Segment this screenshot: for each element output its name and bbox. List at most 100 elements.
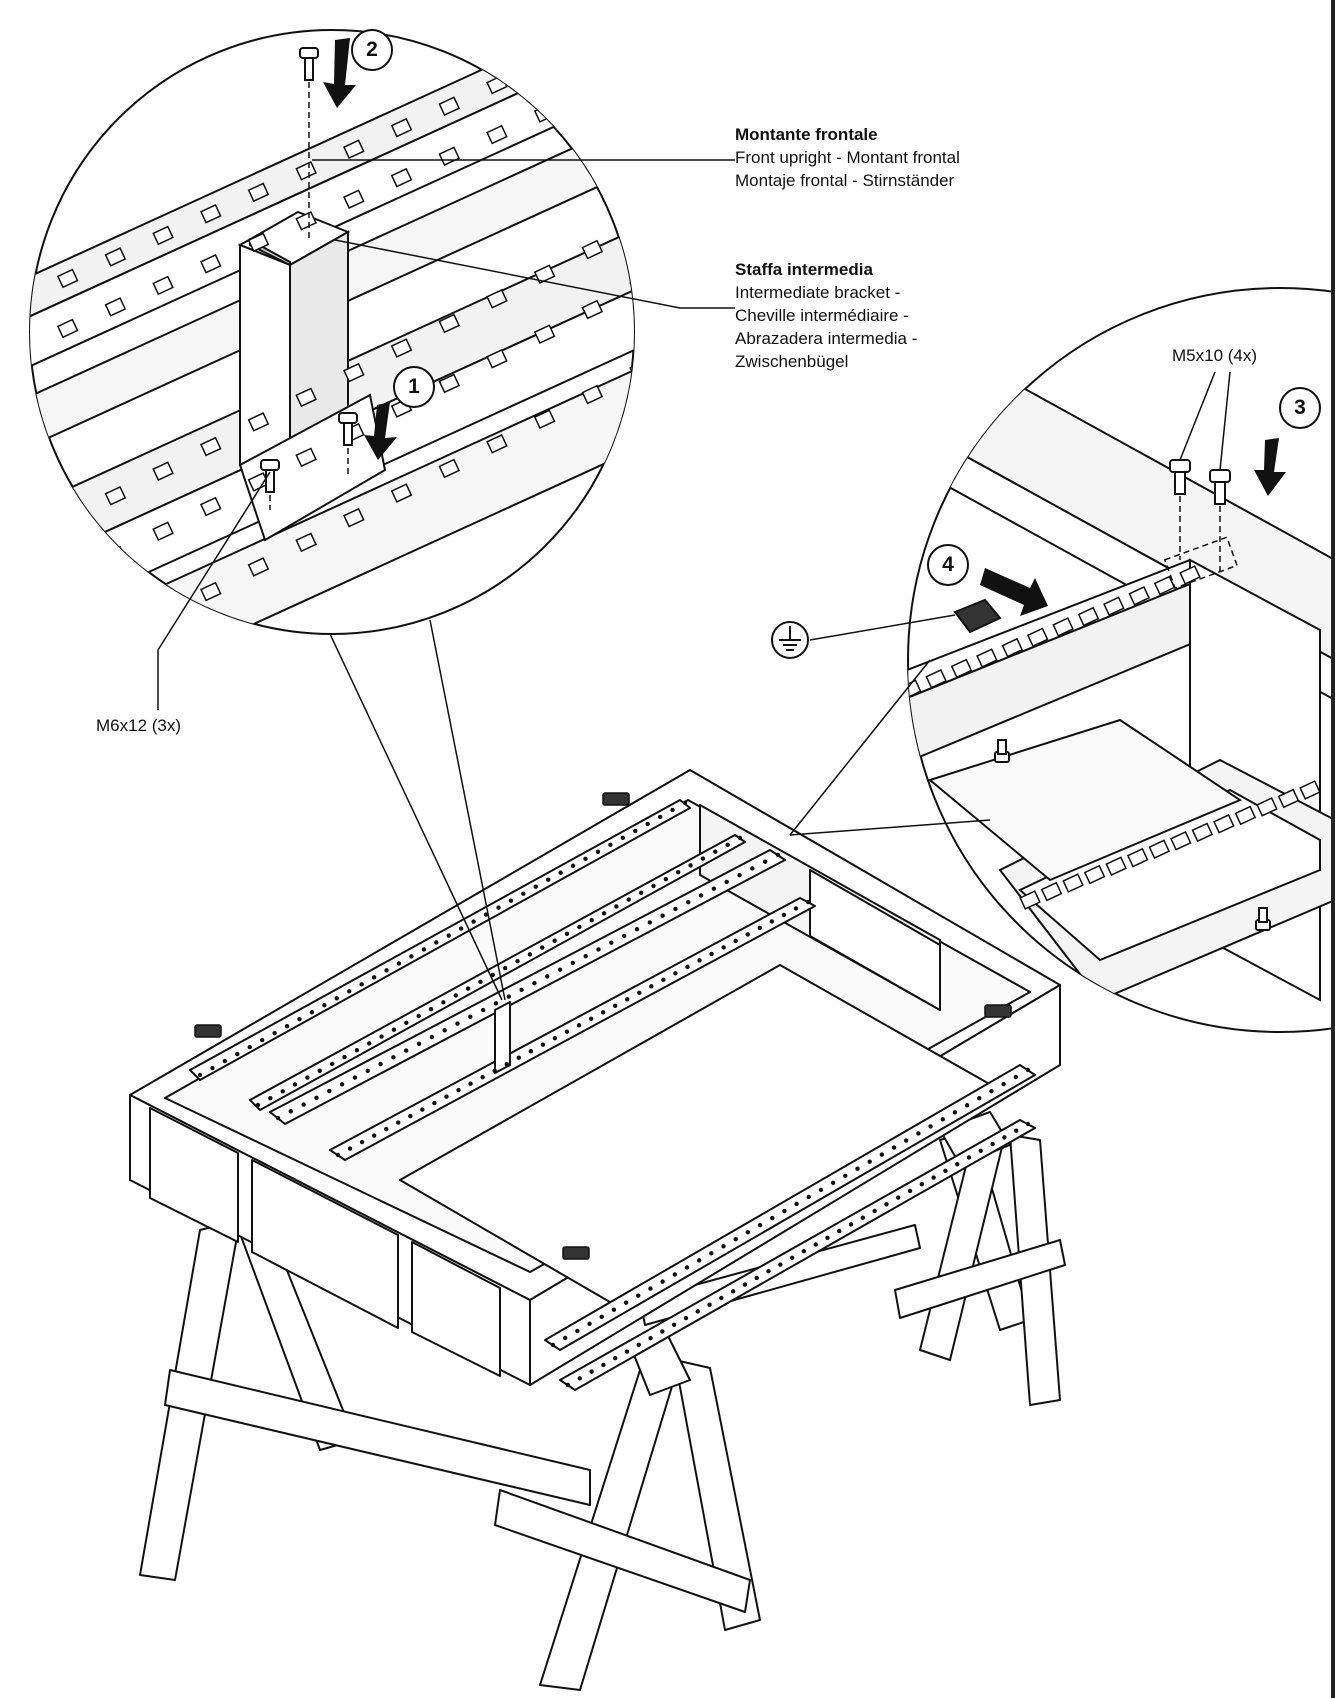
rail-slot <box>629 60 634 80</box>
rail-hole <box>444 1094 449 1099</box>
rail-hole <box>371 975 377 980</box>
rail-hole <box>721 1244 726 1249</box>
latches <box>194 792 1012 1260</box>
rail-hole <box>428 1006 434 1012</box>
rail-hole <box>794 1201 799 1207</box>
rail-hole <box>793 906 799 911</box>
rail-hole <box>989 1088 994 1094</box>
rail-hole <box>506 994 511 999</box>
rail-hole <box>672 1272 677 1277</box>
rail-slot <box>438 96 461 116</box>
rail-hole <box>222 1058 228 1064</box>
rail-hole <box>532 980 537 986</box>
rail-hole <box>931 1175 936 1180</box>
rail-hole <box>301 1102 306 1107</box>
rail-slot <box>1299 780 1321 800</box>
rail-hole <box>966 1155 972 1160</box>
arrow-down-icon <box>323 38 397 460</box>
rail-hole <box>483 912 489 917</box>
rail-slot <box>295 447 317 468</box>
rail-hole <box>546 877 551 882</box>
rail-hole <box>608 842 613 848</box>
rail-slot <box>1077 606 1100 627</box>
rail-slot <box>1052 617 1074 637</box>
rail-hole <box>396 1120 401 1125</box>
rail-hole <box>379 1034 384 1039</box>
rail-slot <box>629 275 634 295</box>
rail-hole <box>583 856 588 861</box>
rail-hole <box>977 1096 982 1101</box>
rail-slot <box>390 338 413 358</box>
rail-hole <box>684 1265 690 1270</box>
rail-slot <box>438 373 461 394</box>
rail-hole <box>421 947 427 952</box>
rail-hole <box>872 1208 877 1214</box>
rail-hole <box>955 1161 960 1167</box>
rail-hole <box>588 1016 594 1021</box>
rail-hole <box>683 1315 689 1321</box>
rail-hole <box>682 800 688 806</box>
rail-hole <box>367 1041 372 1046</box>
rail-hole <box>633 828 638 834</box>
rail-hole <box>259 1037 265 1043</box>
rail-hole <box>347 1146 353 1151</box>
rail-hole <box>952 1110 958 1115</box>
earth-ground-icon <box>771 621 809 659</box>
rail-hole <box>1014 1128 1019 1133</box>
rail-hole <box>496 905 501 910</box>
rail-slot <box>56 570 79 591</box>
rail-hole <box>516 1055 521 1060</box>
rail-hole <box>721 945 726 950</box>
rail-hole <box>663 876 669 882</box>
rail-hole <box>719 1295 724 1301</box>
rail-hole <box>327 1088 332 1094</box>
rail-hole <box>576 1023 582 1028</box>
label-intermediate-bracket-line: Intermediate bracket - <box>735 283 901 302</box>
rail-slot <box>152 225 174 246</box>
rail-slot <box>1103 596 1125 616</box>
rails <box>189 799 1036 1391</box>
rail-hole <box>657 814 663 820</box>
rail-slot <box>533 53 556 73</box>
rail-hole <box>595 849 601 855</box>
rail-slot <box>247 412 270 432</box>
rail-hole <box>860 1215 866 1220</box>
rail-slot <box>1040 881 1063 902</box>
rail-hole <box>837 1228 842 1234</box>
rail-hole <box>637 990 642 996</box>
rail-hole <box>409 954 414 959</box>
rail-hole <box>801 1248 807 1254</box>
rail-slot <box>58 657 78 675</box>
rail-slot <box>343 139 365 160</box>
rail-hole <box>502 965 508 971</box>
label-intermediate-bracket-line: Cheville intermédiaire - <box>735 306 909 325</box>
rail-slot <box>1234 805 1257 826</box>
rail-slot <box>581 299 604 320</box>
rail-hole <box>309 1010 315 1015</box>
rail-hole <box>830 1180 836 1186</box>
label-intermediate-bracket-line: Zwischenbügel <box>735 352 849 371</box>
rail-hole <box>1001 1081 1006 1087</box>
rail-hole <box>455 1021 460 1026</box>
rail-hole <box>711 886 717 891</box>
rail-hole <box>359 1139 365 1145</box>
rail-hole <box>600 1010 606 1015</box>
rail-hole <box>661 977 666 983</box>
rail-slot <box>390 483 413 503</box>
rail-slot <box>56 268 79 289</box>
trestle-front <box>139 1219 761 1691</box>
arrow-down-icon <box>980 438 1286 616</box>
rail-slot <box>199 436 222 457</box>
rail-hole <box>742 1282 748 1287</box>
rail-slot <box>295 387 317 408</box>
rail-hole <box>329 1061 335 1067</box>
detail-right <box>809 287 1335 1033</box>
rail-slot <box>1148 839 1171 860</box>
rail-hole <box>928 1124 933 1129</box>
rail-hole <box>292 1082 298 1087</box>
rail-hole <box>583 953 588 959</box>
rail-hole <box>636 1293 641 1298</box>
rail-hole <box>648 1286 653 1291</box>
ground-clip <box>953 598 1002 634</box>
rail-slot <box>104 485 127 506</box>
